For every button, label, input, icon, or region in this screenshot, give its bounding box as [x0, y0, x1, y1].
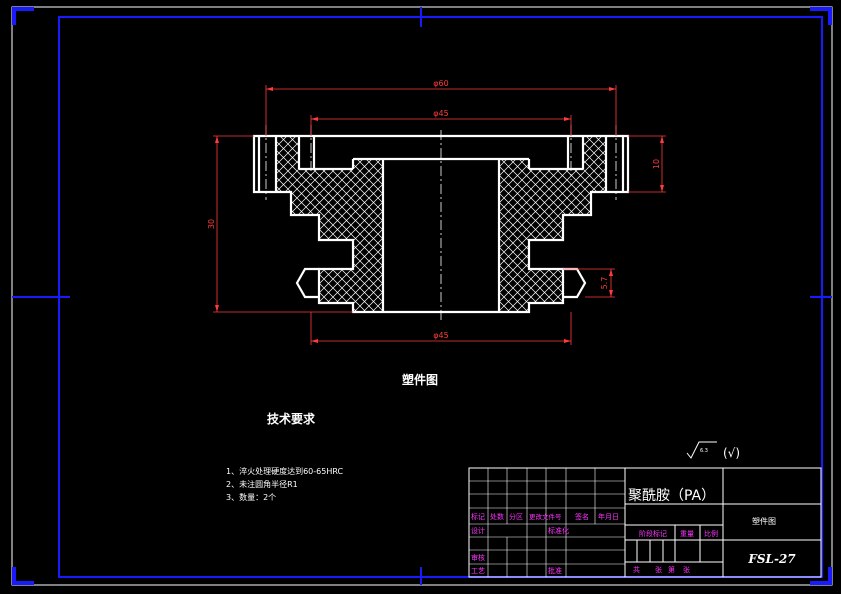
tech-item-1: 1、淬火处理硬度达到60-65HRC	[226, 466, 344, 476]
tech-heading: 技术要求	[267, 411, 316, 426]
part-name: 塑件图	[752, 516, 776, 526]
surface-roughness-symbol: 6.3 (√)	[686, 441, 740, 460]
section-outline	[252, 134, 630, 314]
label-standardize: 标准化	[548, 526, 569, 535]
drawing-caption: 塑件图	[402, 372, 438, 387]
label-process: 工艺	[471, 567, 485, 575]
tech-item-3: 3、数量：2个	[226, 492, 276, 502]
sheet-frame	[11, 6, 833, 586]
label-date: 年月日	[598, 512, 619, 521]
dimension-arrows	[215, 87, 664, 343]
title-block-labels: 标记 处数 分区 更改文件号 签名 年月日 设计 标准化 审核 工艺 批准 阶段…	[471, 512, 718, 575]
label-scale: 比例	[704, 529, 718, 538]
label-mark: 标记	[471, 512, 485, 521]
section-left-hatch	[276, 136, 383, 312]
label-count: 处数	[490, 512, 504, 521]
title-block: 标记 处数 分区 更改文件号 签名 年月日 设计 标准化 审核 工艺 批准 阶段…	[468, 467, 822, 578]
roughness-value: 6.3	[700, 448, 708, 454]
label-sheets: 共	[633, 565, 640, 574]
label-weight: 重量	[680, 530, 694, 538]
centering-marks	[12, 7, 832, 585]
label-approve: 批准	[548, 566, 562, 575]
tech-item-2: 2、未注圆角半径R1	[226, 479, 298, 489]
dim-phi45-bottom: φ45	[433, 331, 448, 340]
label-page-count: 张	[683, 565, 690, 574]
right-groove-tip	[563, 267, 587, 299]
roughness-paren: (√)	[723, 446, 740, 460]
dim-phi60: φ60	[433, 79, 448, 88]
part-section	[252, 125, 630, 320]
label-sign: 签名	[575, 512, 589, 521]
label-sheet-count: 张	[655, 565, 662, 574]
dimension-labels: φ60 φ45 φ45 30 10 5.7	[207, 79, 661, 340]
dim-5-7: 5.7	[600, 277, 609, 290]
label-design: 设计	[471, 526, 485, 535]
material-name: 聚酰胺（PA）	[628, 488, 715, 504]
label-zone: 分区	[509, 512, 523, 521]
corner-marks	[12, 7, 832, 585]
label-stage-mark: 阶段标记	[639, 529, 667, 538]
section-right-hatch	[499, 136, 606, 312]
dim-30: 30	[207, 219, 216, 229]
dimensions	[213, 85, 666, 345]
dim-10: 10	[652, 159, 661, 169]
dim-phi45-top: φ45	[433, 109, 448, 118]
label-review: 审核	[471, 553, 485, 562]
label-page: 第	[668, 565, 675, 574]
left-groove-tip	[295, 267, 319, 299]
label-change-doc: 更改文件号	[529, 512, 562, 521]
drawing-number: FSL-27	[747, 552, 796, 566]
